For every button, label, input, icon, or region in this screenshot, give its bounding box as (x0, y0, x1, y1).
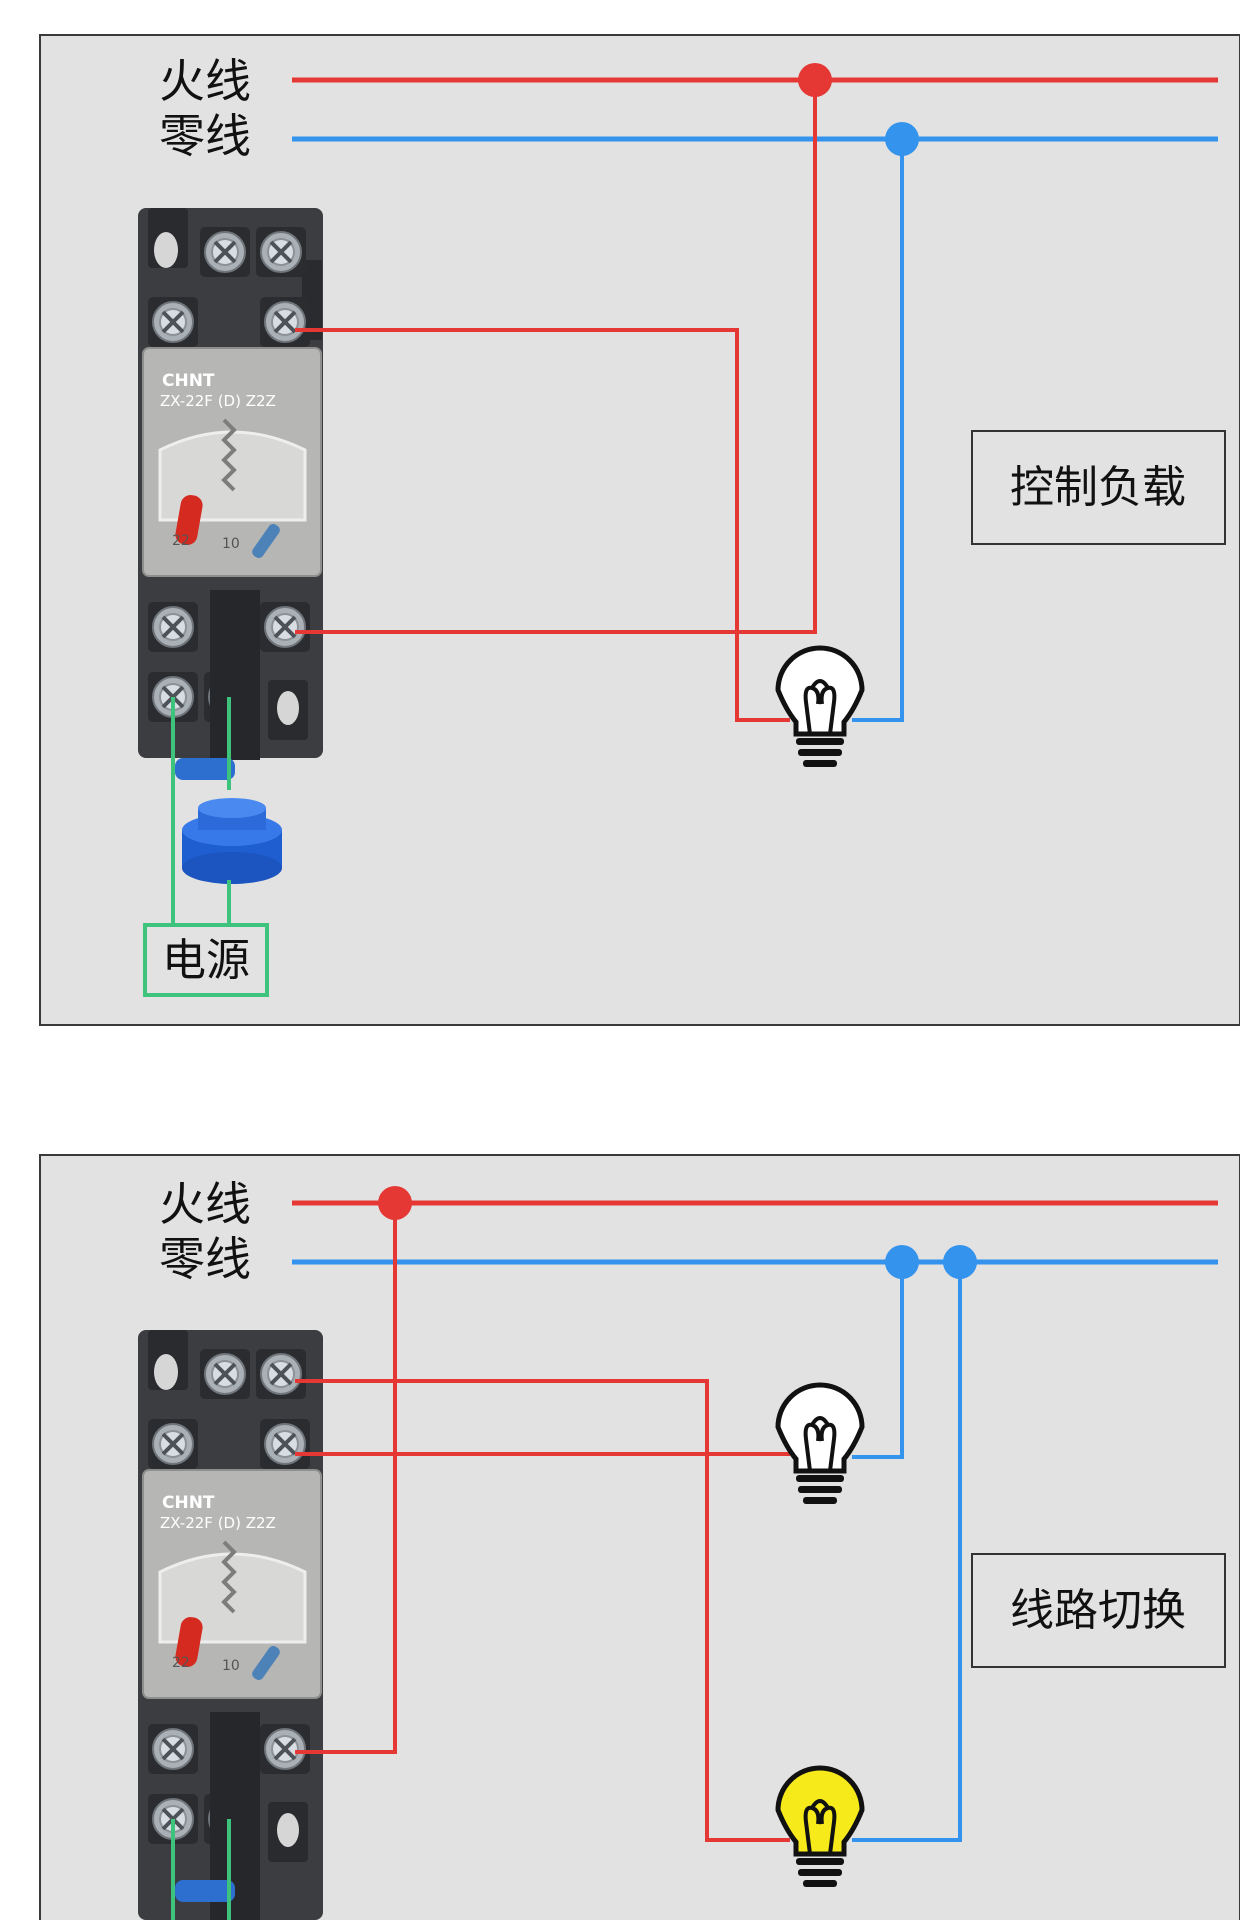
relay-led-text: 22 (172, 533, 190, 549)
common-wire-live (295, 1203, 397, 1754)
neutral-junction-1 (885, 1245, 919, 1279)
relay-brand: CHNT (162, 371, 215, 391)
relay-led (175, 1617, 203, 1667)
function-label: 控制负载 (1010, 462, 1186, 513)
relay-led-text: 22 (172, 1655, 190, 1671)
relay-led (175, 495, 203, 545)
function-label-box (971, 1553, 1226, 1668)
nc-wire-live (295, 1379, 790, 1842)
neutral-wire-label: 零线 (159, 1232, 251, 1286)
relay-coil-text: 10 (222, 1658, 240, 1674)
power-label: 电源 (162, 935, 250, 986)
live-wire-label: 火线 (159, 54, 251, 108)
live-junction (798, 63, 832, 97)
power-button (182, 798, 282, 884)
load-wire-neutral (852, 139, 904, 722)
function-label-box (971, 430, 1226, 545)
relay-module: CHNT ZX-22F (D) Z2Z 22 10 (138, 1330, 323, 1920)
relay-coil-text: 10 (222, 536, 240, 552)
bottom-panel: 火线 零线 CHNT ZX-22F (D) Z2Z 22 10 (39, 1154, 1240, 1920)
load-wire-live (295, 328, 790, 722)
common-wire-live (295, 80, 817, 634)
neutral-junction-2 (943, 1245, 977, 1279)
bulb-2-neutral (852, 1262, 962, 1842)
neutral-junction (885, 122, 919, 156)
power-box (143, 923, 269, 997)
live-junction (378, 1186, 412, 1220)
relay-module: CHNT ZX-22F (D) Z2Z 22 10 (138, 208, 323, 780)
relay-model: ZX-22F (D) Z2Z (160, 1514, 276, 1532)
top-panel: 火线 零线 CHNT ZX-22F (D) Z2Z 22 10 (39, 34, 1240, 1026)
relay-model: ZX-22F (D) Z2Z (160, 392, 276, 410)
function-label: 线路切换 (1010, 1585, 1186, 1636)
relay-brand: CHNT (162, 1493, 215, 1513)
bulb-1-neutral (852, 1262, 904, 1459)
live-wire-label: 火线 (159, 1177, 251, 1231)
neutral-wire-label: 零线 (159, 109, 251, 163)
